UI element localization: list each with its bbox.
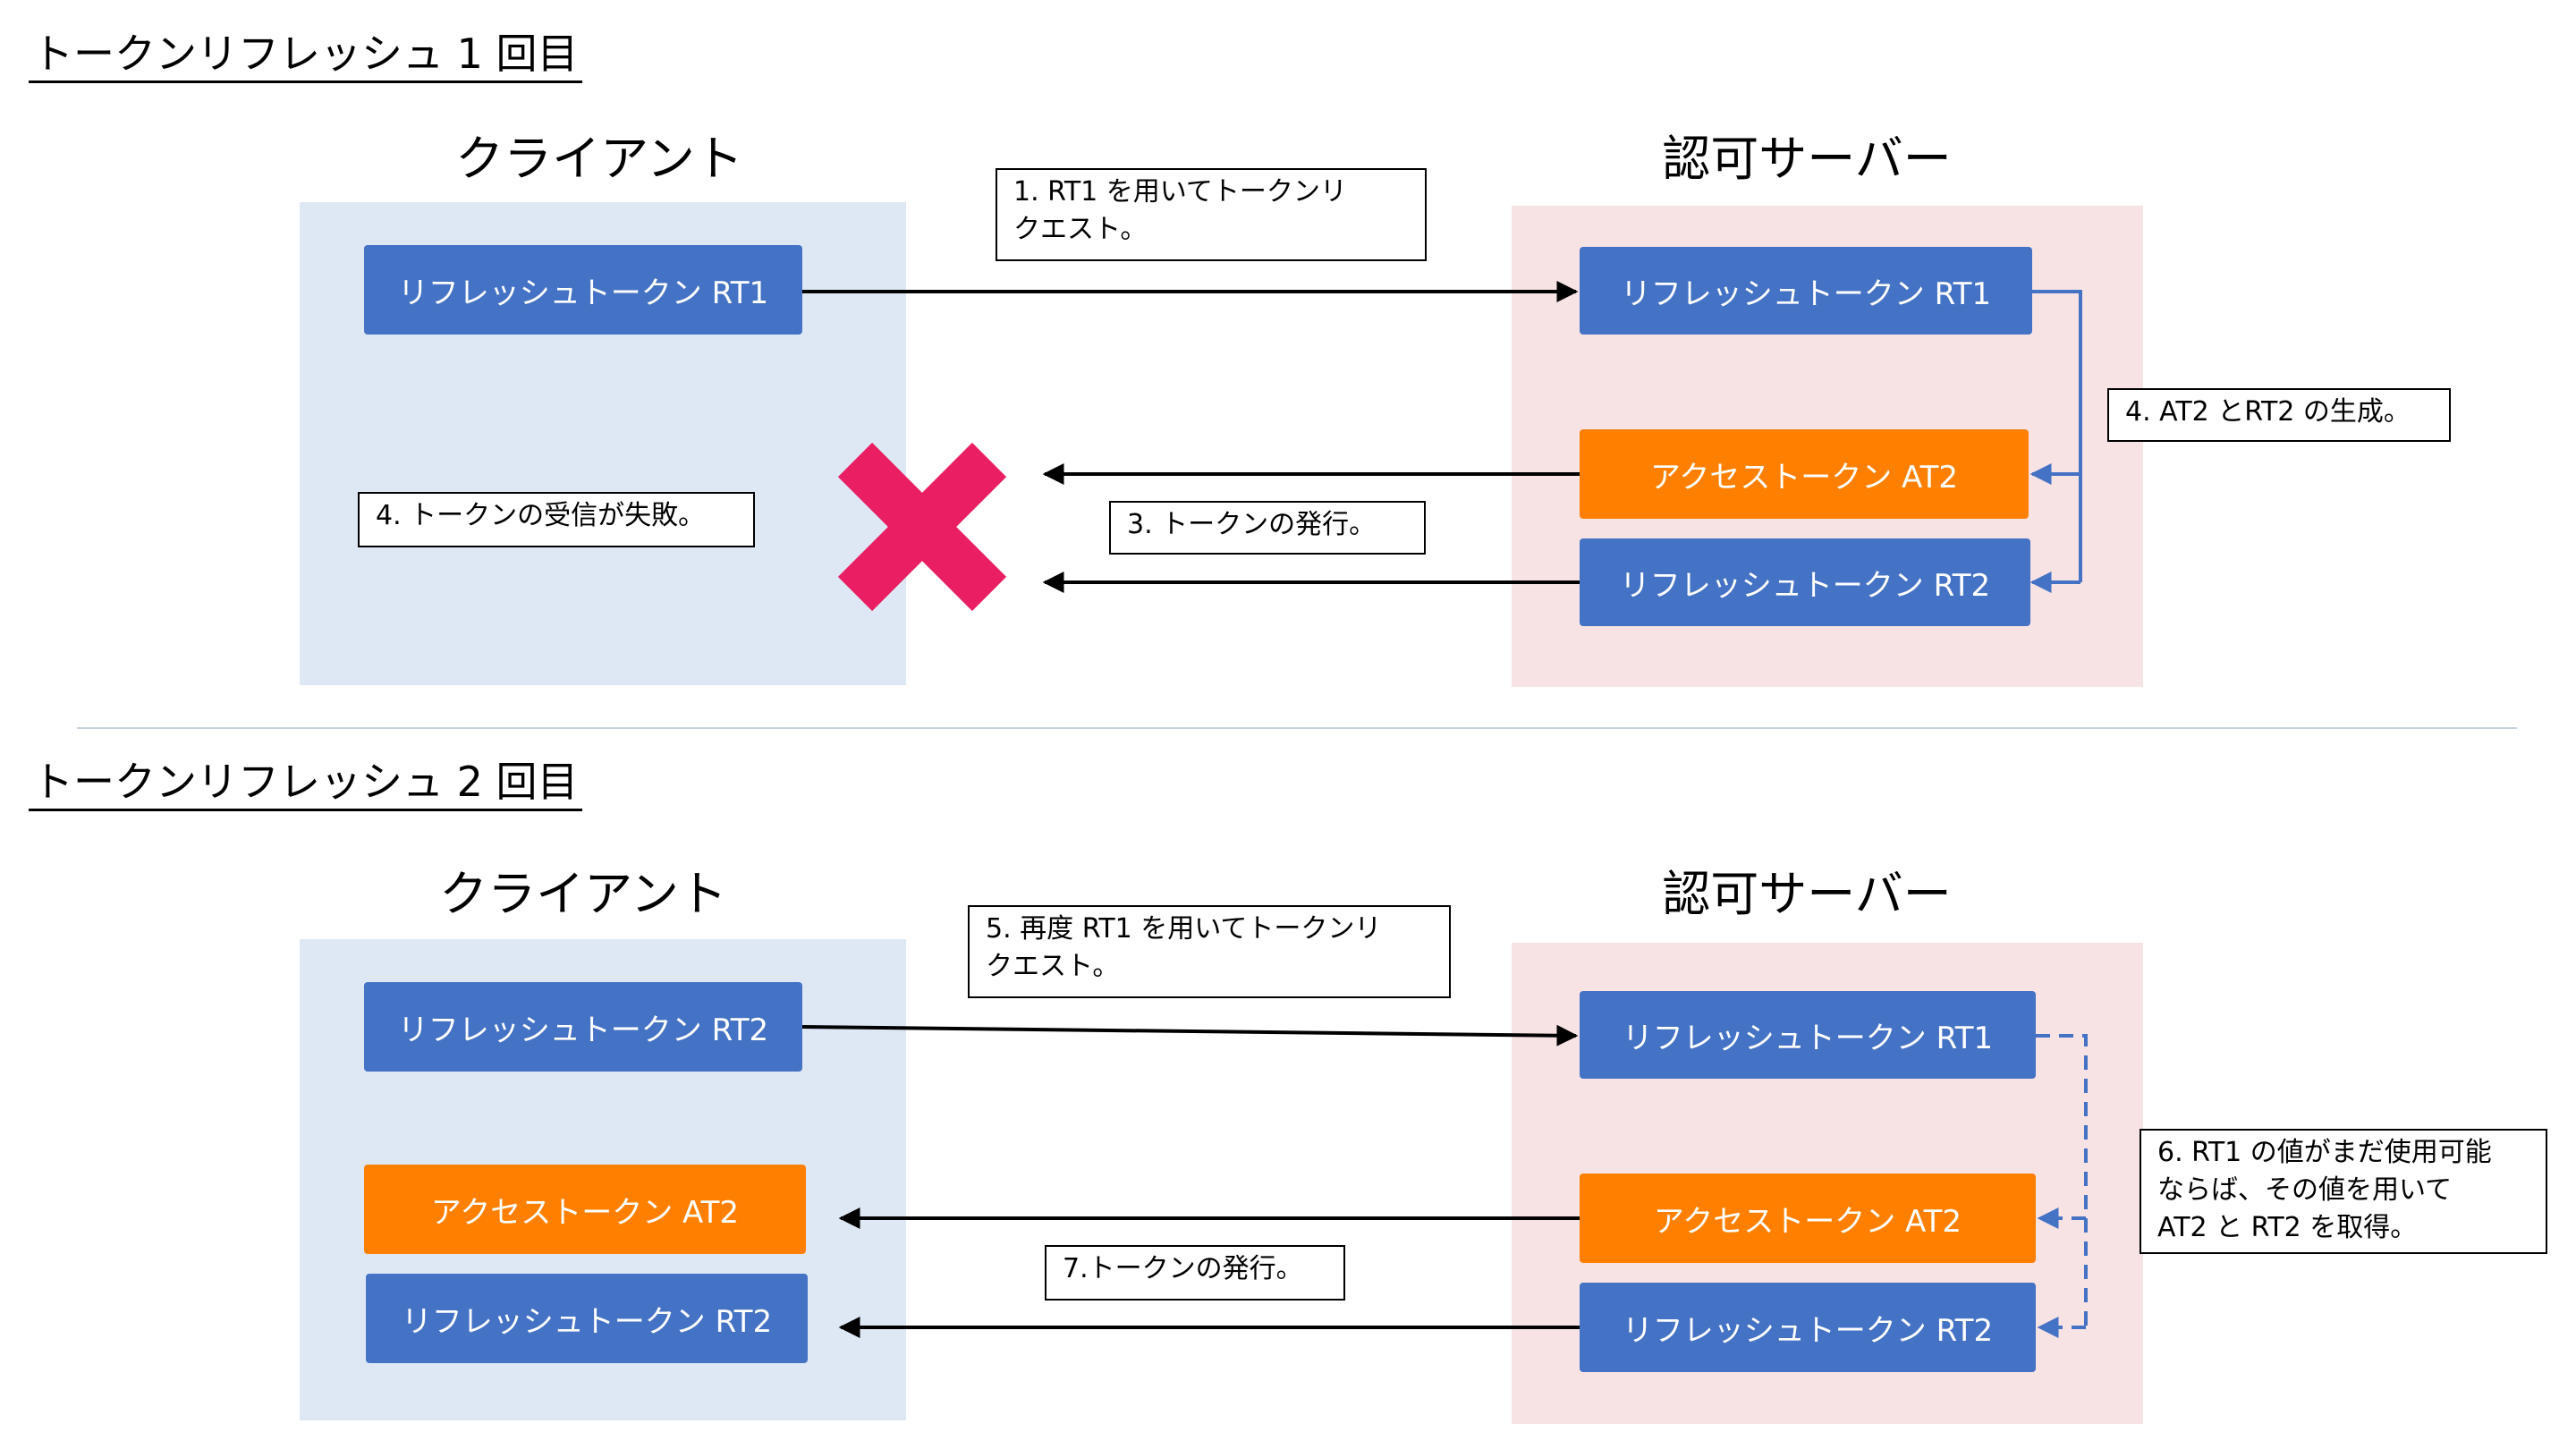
section2-note-reuse: 6. RT1 の値がまだ使用可能 ならば、その値を用いて AT2 と RT2 を… xyxy=(2140,1129,2547,1254)
section-divider xyxy=(77,727,2517,729)
section1-note-fail: 4. トークンの受信が失敗。 xyxy=(358,492,755,547)
section1-server-token-rt1: リフレッシュトークン RT1 xyxy=(1580,247,2032,335)
section2-note-reuse-line2: ならば、その値を用いて xyxy=(2157,1174,2453,1206)
fail-cross-icon xyxy=(837,442,1007,612)
section1-note-request-line1: 1. RT1 を用いてトークンリ xyxy=(1013,176,1347,208)
section1-note-generate: 4. AT2 とRT2 の生成。 xyxy=(2107,388,2451,442)
section1-note-request-line2: クエスト。 xyxy=(1013,214,1148,245)
section2-bracket-reuse xyxy=(2036,1034,2088,1327)
section2-arrow-request xyxy=(801,1024,1579,1046)
section1-title: トークンリフレッシュ 1 回目 xyxy=(29,29,582,83)
section1-server-token-at2: アクセストークン AT2 xyxy=(1580,429,2029,519)
section2-note-request-line2: クエスト。 xyxy=(986,951,1120,982)
section2-client-token-at2: アクセストークン AT2 xyxy=(364,1165,806,1254)
section1-bracket-generate xyxy=(2032,290,2082,582)
section1-server-title: 認可サーバー xyxy=(1662,131,1952,187)
section1-client-token-rt1: リフレッシュトークン RT1 xyxy=(364,245,802,335)
section2-server-title: 認可サーバー xyxy=(1662,866,1952,922)
section2-note-issue: 7.トークンの発行。 xyxy=(1045,1245,1345,1301)
section1-server-token-rt2: リフレッシュトークン RT2 xyxy=(1580,538,2030,626)
section2-client-token-rt2-received: リフレッシュトークン RT2 xyxy=(366,1274,808,1363)
section2-client-title: クライアント xyxy=(439,866,727,922)
section2-client-token-rt2: リフレッシュトークン RT2 xyxy=(364,982,802,1072)
section2-note-reuse-line1: 6. RT1 の値がまだ使用可能 xyxy=(2157,1137,2492,1168)
section2-note-request: 5. 再度 RT1 を用いてトークンリ クエスト。 xyxy=(968,905,1451,998)
section2-note-request-line1: 5. 再度 RT1 を用いてトークンリ xyxy=(986,913,1382,945)
section1-client-title: クライアント xyxy=(455,131,743,187)
section2-server-token-rt1: リフレッシュトークン RT1 xyxy=(1580,991,2036,1079)
section2-title: トークンリフレッシュ 2 回目 xyxy=(29,757,582,811)
section2-server-token-at2: アクセストークン AT2 xyxy=(1580,1174,2036,1263)
section2-server-token-rt2: リフレッシュトークン RT2 xyxy=(1580,1283,2036,1372)
section1-note-request: 1. RT1 を用いてトークンリ クエスト。 xyxy=(996,168,1427,261)
section2-note-reuse-line3: AT2 と RT2 を取得。 xyxy=(2157,1212,2418,1243)
section1-note-issue: 3. トークンの発行。 xyxy=(1109,501,1426,555)
